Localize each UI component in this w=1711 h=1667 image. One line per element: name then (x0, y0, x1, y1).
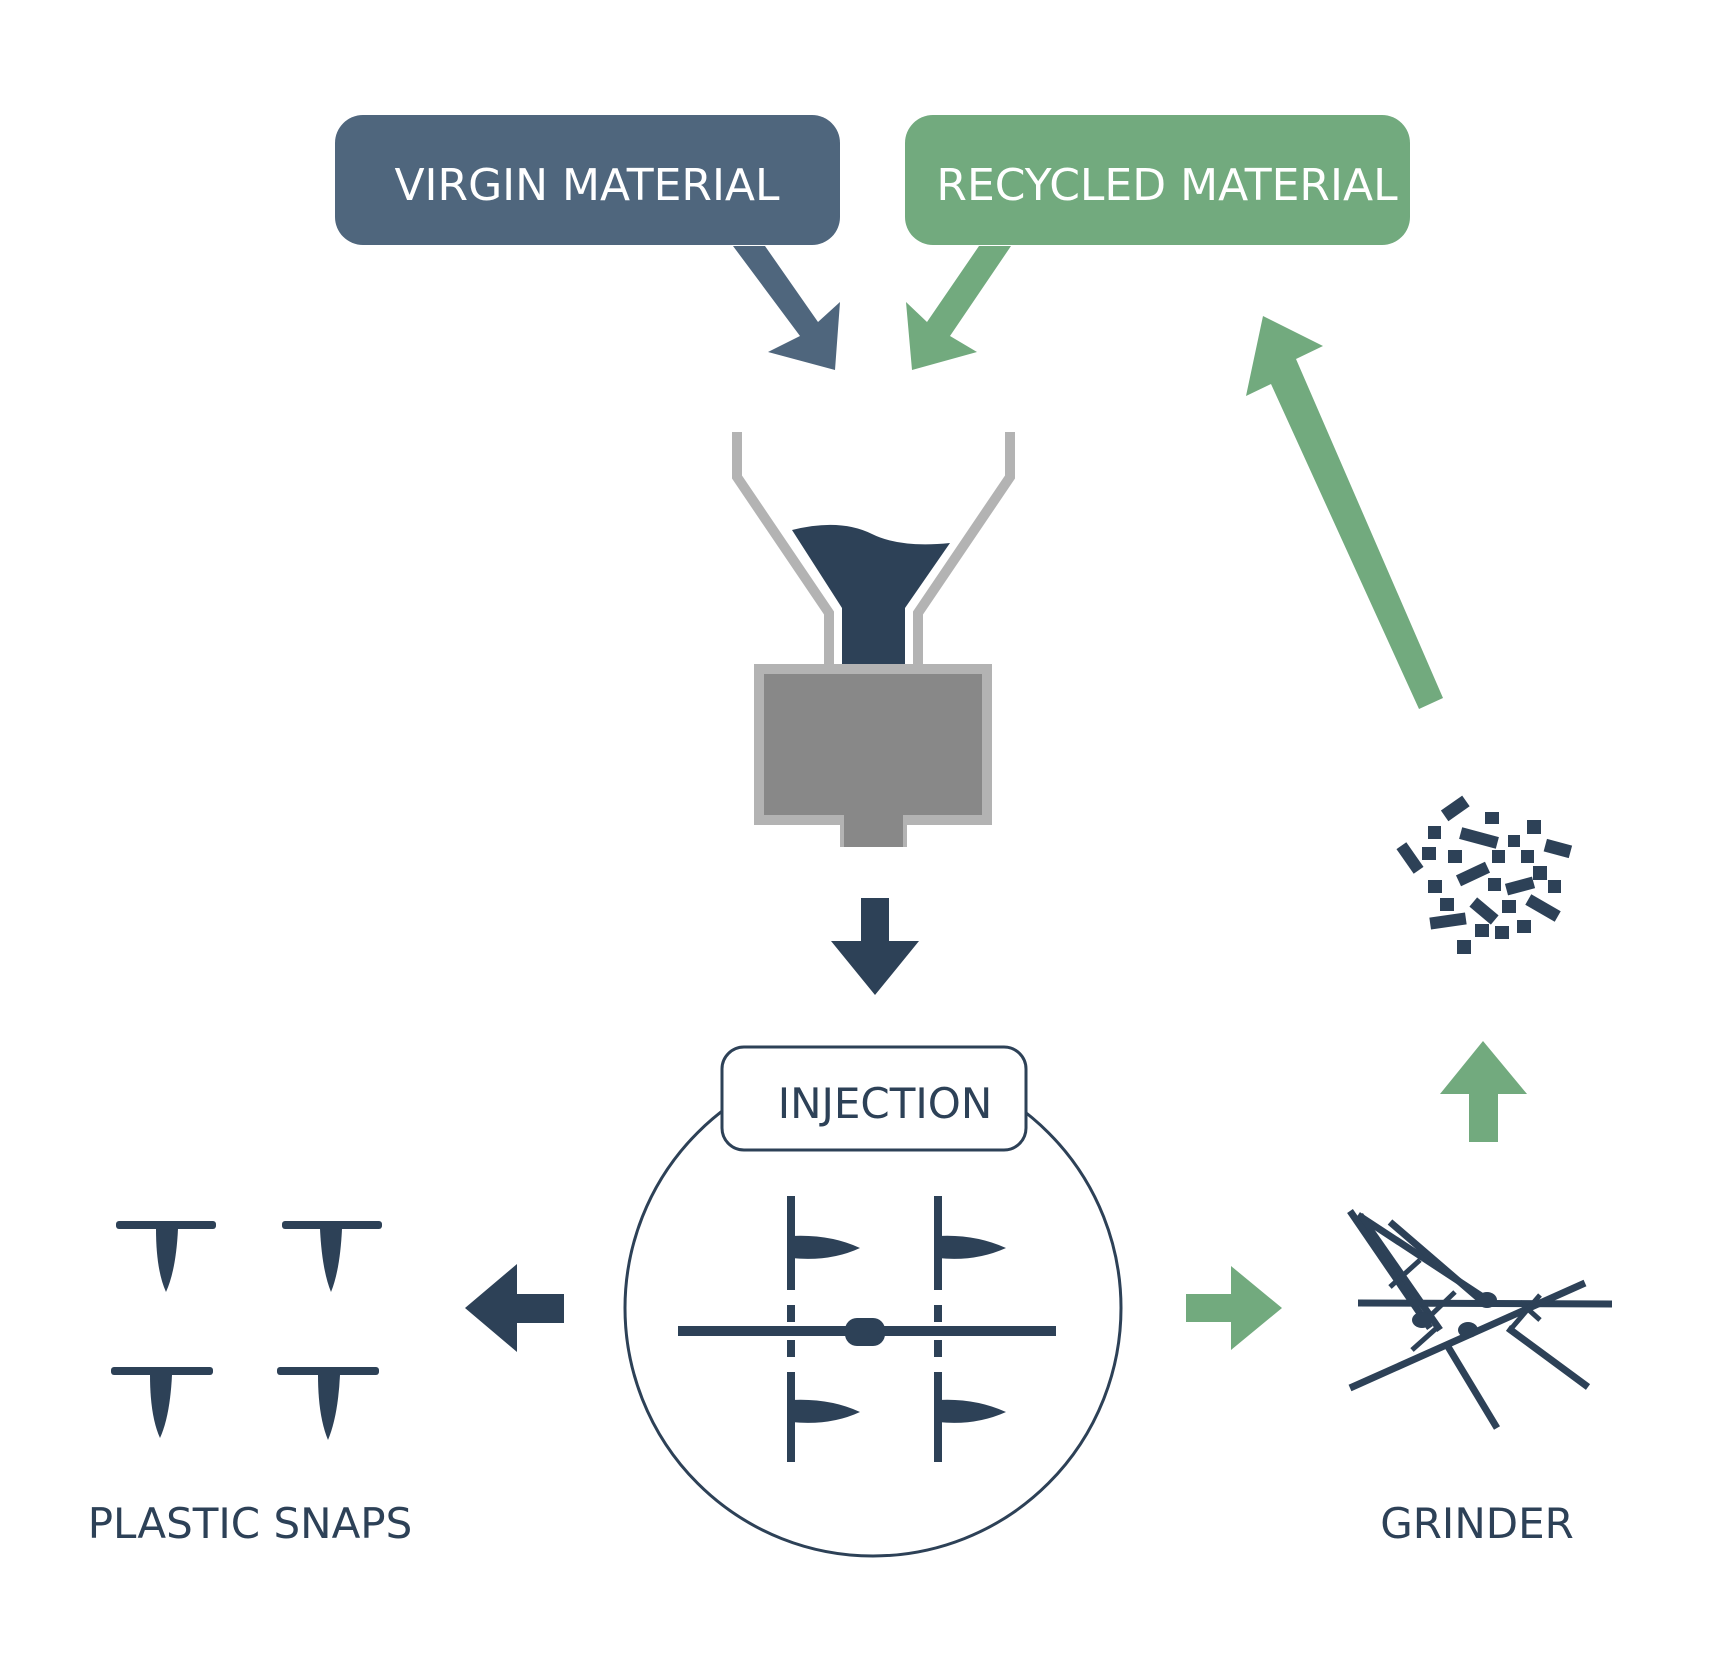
grinder-label: GRINDER (1380, 1499, 1574, 1548)
recycled-material-label: RECYCLED MATERIAL (936, 160, 1398, 211)
plastic-snaps-label: PLASTIC SNAPS (88, 1499, 413, 1548)
injection-label: INJECTION (778, 1079, 993, 1128)
grinder-icon (1347, 1209, 1613, 1430)
recycled-material-box: RECYCLED MATERIAL (905, 115, 1410, 245)
down-arrow-icon (831, 898, 919, 995)
hopper-icon (732, 432, 1015, 847)
snap-icon (277, 1367, 379, 1440)
snap-icon (111, 1367, 213, 1438)
plastic-snaps (111, 1221, 382, 1440)
virgin-material-box: VIRGIN MATERIAL (335, 115, 840, 245)
return-to-recycled-arrow-icon (1246, 316, 1443, 709)
virgin-material-label: VIRGIN MATERIAL (394, 160, 780, 211)
up-arrow-icon (1440, 1041, 1527, 1142)
snap-icon (282, 1221, 382, 1292)
mold-icon (678, 1196, 1056, 1462)
left-arrow-icon (465, 1264, 564, 1352)
injection-mold: INJECTION (623, 1045, 1123, 1558)
right-arrow-icon (1186, 1266, 1282, 1350)
virgin-to-hopper-arrow-icon (733, 246, 840, 370)
recycled-to-hopper-arrow-icon (906, 246, 1011, 370)
snap-icon (116, 1221, 216, 1292)
pellets-icon (1396, 795, 1573, 954)
